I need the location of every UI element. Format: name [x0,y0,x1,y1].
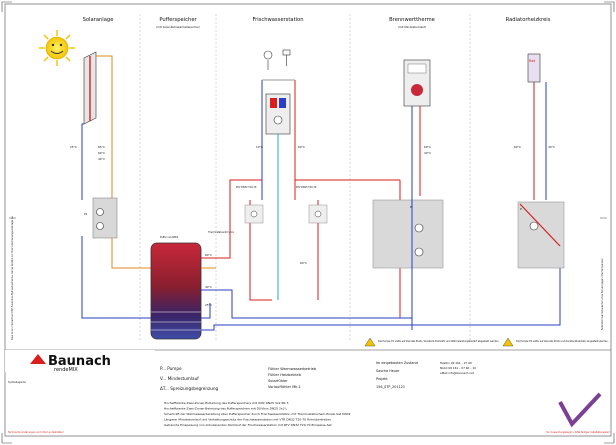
info-small-line: Mobil 09 161 – 27 60 – 10 [440,366,476,370]
fw-valve-1 [244,204,264,224]
warning-icon-radiator [502,337,514,347]
column-title-fresh-water: Frischwasserstation [252,17,303,23]
shower-icon [263,50,273,70]
temp-solar-left: 25°C [70,145,77,149]
legend-right-item: Solarfühler [268,379,288,383]
brand-logo-icon [30,354,46,364]
radiator-mixing-module [517,201,565,269]
legend-left-item: V... Mindestumlauf [160,376,199,381]
temp-tank-bottom: 25°C [205,303,212,307]
info-row: Im eingebauten Zustand [376,361,418,365]
buffer-label: Puffer rendeMIX [160,236,179,239]
thermostat-valve-label: Thermostatventil Vmin [208,231,235,234]
column-title-radiator: Radiatorheizkreis [506,17,551,23]
column-title-solar: Solaranlage [83,17,114,23]
symbols-title: Symbollegende [8,381,26,384]
temp-fw-cold: 10°C [256,145,263,149]
warning-icon-boiler [364,337,376,347]
buffer-tank [150,242,202,340]
distribution-lines [229,179,413,330]
temp-fw-return: 60°C [300,261,307,265]
side-text-right: Solar-Rohrwärmetauscher ohne Schutz gege… [601,258,604,330]
tap-icon [282,49,291,66]
info-row: 156_STP_201121 [376,385,405,389]
info-row: Sascha Heuer [376,369,400,373]
boiler-unit [403,59,431,107]
info-small-line: Telefon 09 161 – 27 60 [439,361,472,365]
fresh-water-lines [249,79,319,301]
legend-left-item: P... Pumpe [160,366,182,371]
temp-tank-mid: 40°C [205,285,212,289]
fw-valve-2-label: RTV DN25 T20-70 [296,186,317,189]
fresh-water-station [265,93,291,135]
solar-collector-icon [83,51,97,125]
temp-solar-mid: 60°C [98,151,105,155]
checkmark-icon [558,392,602,428]
pump-label-boiler: P [410,205,412,209]
temp-rad-return: 40°C [548,145,555,149]
info-small-line: eMail info@baunach.net [440,371,475,375]
product-line: Scherkraft der Warmwasserbereitung über … [164,412,351,416]
temp-boiler-return: 40°C [424,151,431,155]
radiator-device-label: Rad [529,59,535,63]
disclaimer-left: Technische Änderungen und Irrtum vorbeha… [8,431,64,434]
temp-rad-flow: 60°C [514,145,521,149]
pump-label-radiator: P [520,207,522,211]
column-subtitle-boiler: (mit Mindestumlauf) [398,25,426,29]
solar-mixing-module [92,197,118,239]
legend-right-item: Vorlauffühler Mk.1 [268,385,301,389]
legend-right-item: Fühler Heizbetrieb [268,373,302,377]
info-row: Projekt [376,377,388,381]
product-line: Getrennte Einspeisung von zirkulierenden… [164,423,332,427]
temp-solar-return: 40°C [98,157,105,161]
temp-solar-flow: 85°C [98,145,105,149]
column-title-buffer: Pufferspeicher [159,17,197,23]
column-subtitle-buffer: (mit Solar-Rohrwärmetauscher) [156,25,200,29]
legend-right-item: Fühler Warmwasserbetrieb [268,367,317,371]
page-border [4,3,612,437]
radiator-lines [533,82,547,200]
product-line: Hocheffiziente Zwei-Zonen-Beladung des P… [164,407,288,411]
product-line: Längerer Mindestumlauf und Verkalkungssc… [164,418,332,422]
brand-box [5,350,155,372]
fw-valve-2 [308,204,328,224]
buffer-ports [201,200,561,331]
pump-label-left: P1 [84,212,88,216]
boiler-mixing-module [372,199,444,269]
product-lines: Hocheffiziente Zwei-Zonen-Entladung des … [164,401,351,427]
brand-name: Baunach [48,354,111,369]
brand-subtitle: rendeMIX [54,367,78,373]
temp-boiler-flow: 60°C [424,145,431,149]
fw-valve-1-label: RTV DN32 T20-70 [236,186,257,189]
temp-tank-top: 60°C [205,253,212,257]
legend-left-item: ΔT... Spreizungsbegrenzung [160,386,219,391]
sun-icon [39,30,75,66]
product-line: Hocheffiziente Zwei-Zonen-Entladung des … [164,401,289,405]
side-text-left: Dies ist ein interaktiver PDF-Funktions-… [11,216,14,340]
temp-fw-hot: 60°C [298,145,305,149]
column-title-boiler: Brennwerttherme [389,17,435,23]
radiator-note: Die Pumpe P2 sollte auf kleinste Stufe u… [516,340,609,343]
disclaimer-right: Vor Anwendungsbeginn, bitte fertiger Ins… [546,431,610,434]
boiler-note: Die Pumpe P1 sollte auf kleinste Stufe /… [378,340,499,343]
